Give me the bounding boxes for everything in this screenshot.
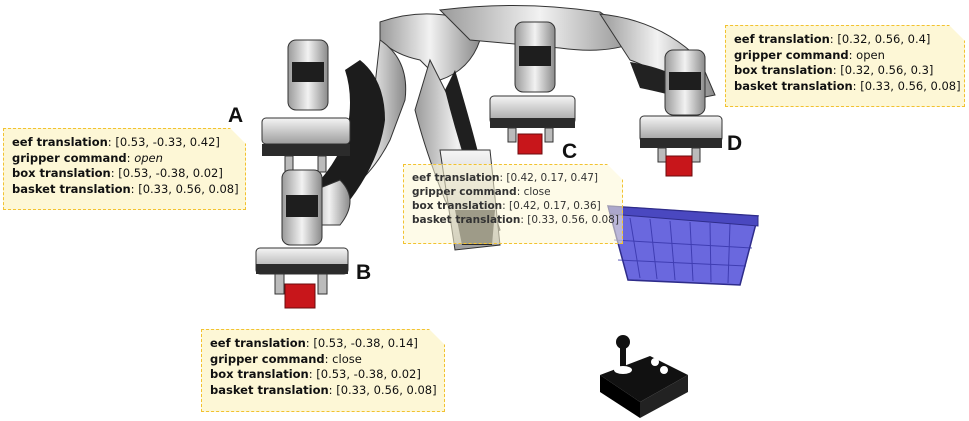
- gripper-sep: :: [126, 150, 135, 165]
- box-row: box translation: [0.42, 0.17, 0.36]: [412, 199, 614, 213]
- gripper-pose-a: [261, 39, 351, 173]
- basket-row: basket translation: [0.33, 0.56, 0.08]: [734, 79, 956, 95]
- basket: [607, 205, 759, 286]
- red-box-b: [284, 283, 316, 309]
- basket-value: : [0.33, 0.56, 0.08]: [520, 214, 619, 226]
- eef-value: : [0.32, 0.56, 0.4]: [829, 32, 931, 46]
- eef-key: eef translation: [210, 336, 306, 350]
- state-note-d: eef translation: [0.32, 0.56, 0.4] gripp…: [725, 25, 965, 107]
- basket-row: basket translation: [0.33, 0.56, 0.08]: [12, 182, 237, 198]
- eef-key: eef translation: [12, 135, 108, 149]
- basket-key: basket translation: [210, 382, 329, 397]
- box-row: box translation: [0.53, -0.38, 0.02]: [12, 166, 237, 182]
- pose-label-a: A: [228, 104, 244, 127]
- basket-row: basket translation: [0.33, 0.56, 0.08]: [210, 383, 436, 399]
- box-value: : [0.53, -0.38, 0.02]: [308, 367, 421, 381]
- eef-value: : [0.53, -0.38, 0.14]: [305, 336, 418, 350]
- gripper-row: gripper command: open: [12, 151, 237, 167]
- box-key: box translation: [12, 166, 111, 180]
- gripper-key: gripper command: [734, 47, 849, 62]
- eef-row: eef translation: [0.53, -0.38, 0.14]: [210, 336, 436, 352]
- pose-label-d: D: [727, 132, 743, 155]
- basket-value: : [0.33, 0.56, 0.08]: [130, 181, 239, 196]
- basket-key: basket translation: [734, 78, 853, 93]
- box-value: : [0.42, 0.17, 0.36]: [502, 200, 601, 212]
- gripper-pose-d: [639, 49, 723, 163]
- box-key: box translation: [412, 200, 503, 212]
- pose-label-c: C: [562, 140, 578, 163]
- basket-value: : [0.33, 0.56, 0.08]: [852, 78, 961, 93]
- box-key: box translation: [734, 63, 833, 77]
- box-key: box translation: [210, 367, 309, 381]
- eef-value: : [0.42, 0.17, 0.47]: [499, 172, 599, 184]
- state-note-c: eef translation: [0.42, 0.17, 0.47] grip…: [403, 164, 623, 244]
- eef-key: eef translation: [734, 32, 830, 46]
- box-row: box translation: [0.32, 0.56, 0.3]: [734, 63, 956, 79]
- joystick-controller-icon: [600, 335, 688, 418]
- eef-key: eef translation: [412, 172, 500, 184]
- eef-row: eef translation: [0.32, 0.56, 0.4]: [734, 32, 956, 48]
- gripper-row: gripper command: open: [734, 48, 956, 64]
- gripper-row: gripper command: close: [210, 352, 436, 368]
- basket-key: basket translation: [412, 214, 521, 226]
- state-note-b: eef translation: [0.53, -0.38, 0.14] gri…: [201, 329, 445, 412]
- pose-label-b: B: [356, 261, 372, 284]
- gripper-value: : open: [848, 47, 885, 62]
- gripper-value: open: [134, 150, 163, 165]
- gripper-key: gripper command: [12, 150, 127, 165]
- gripper-key: gripper command: [412, 186, 517, 198]
- eef-row: eef translation: [0.42, 0.17, 0.47]: [412, 171, 614, 185]
- basket-row: basket translation: [0.33, 0.56, 0.08]: [412, 213, 614, 227]
- box-value: : [0.53, -0.38, 0.02]: [110, 166, 223, 180]
- eef-row: eef translation: [0.53, -0.33, 0.42]: [12, 135, 237, 151]
- eef-value: : [0.53, -0.33, 0.42]: [107, 135, 220, 149]
- gripper-value: : close: [516, 186, 551, 198]
- basket-value: : [0.33, 0.56, 0.08]: [328, 382, 437, 397]
- red-box-c: [517, 133, 543, 155]
- state-note-a: eef translation: [0.53, -0.33, 0.42] gri…: [3, 128, 246, 210]
- box-row: box translation: [0.53, -0.38, 0.02]: [210, 367, 436, 383]
- gripper-value: : close: [324, 351, 362, 366]
- gripper-row: gripper command: close: [412, 185, 614, 199]
- gripper-pose-b: [255, 169, 349, 295]
- red-box-d: [665, 155, 693, 177]
- box-value: : [0.32, 0.56, 0.3]: [832, 63, 934, 77]
- gripper-key: gripper command: [210, 351, 325, 366]
- gripper-pose-c: [489, 21, 576, 143]
- basket-key: basket translation: [12, 181, 131, 196]
